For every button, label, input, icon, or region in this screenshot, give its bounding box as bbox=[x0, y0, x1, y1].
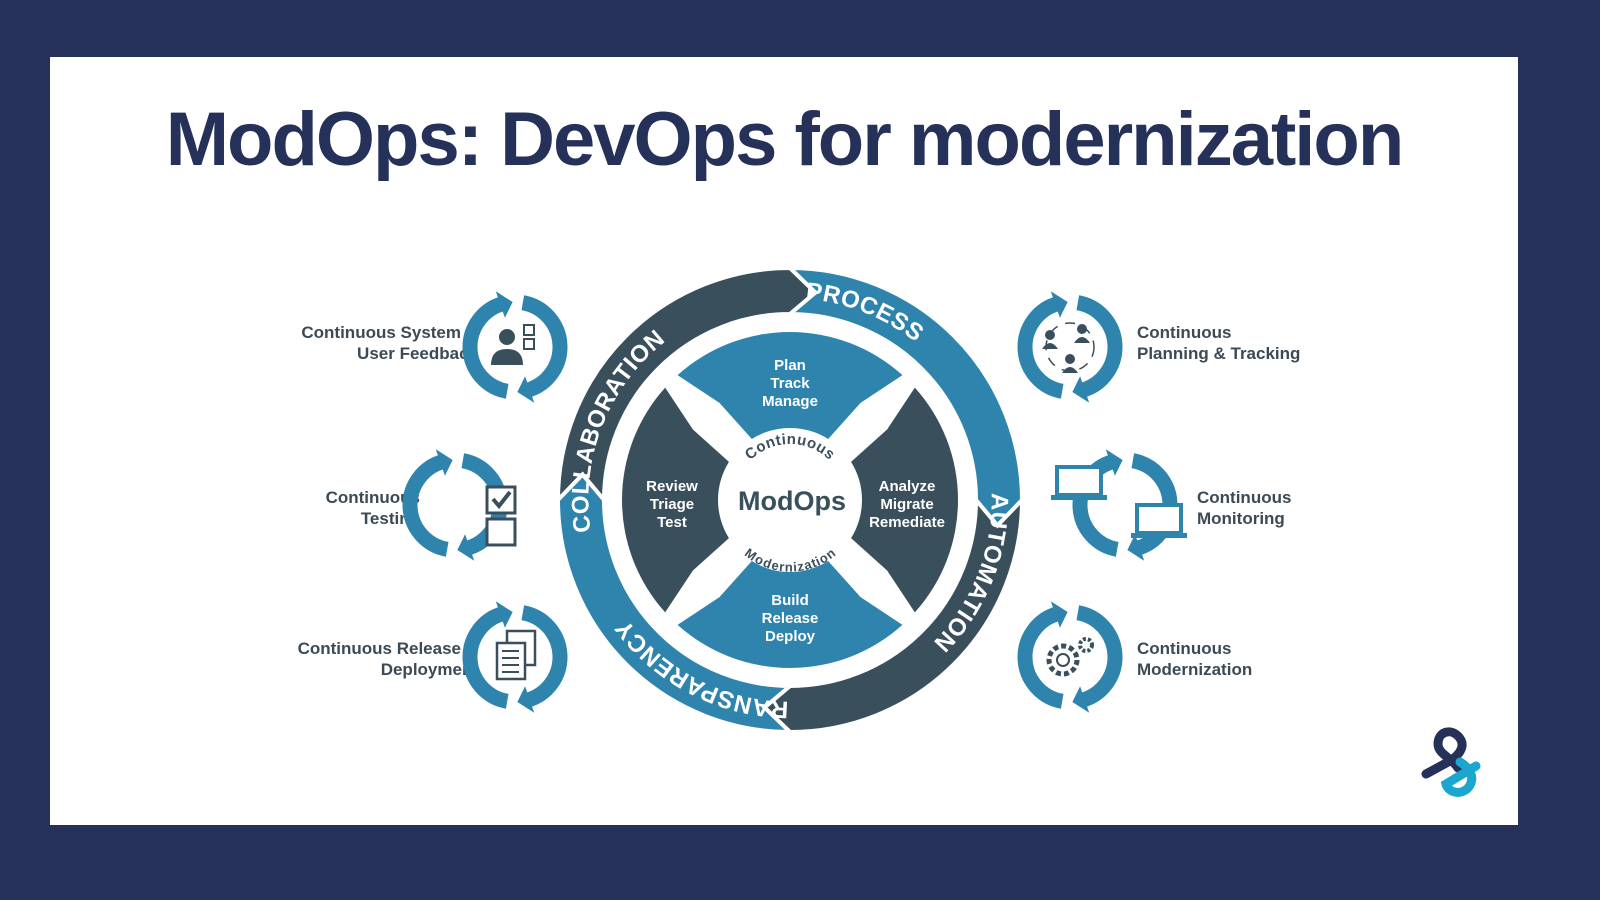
check-box bbox=[523, 324, 535, 336]
laptop-screen bbox=[1055, 465, 1103, 497]
label-line: Continuous bbox=[1197, 488, 1292, 507]
cycle-arrow-arc bbox=[1017, 296, 1064, 399]
cycle-arrow-head bbox=[1072, 376, 1090, 403]
laptop-screen bbox=[1135, 503, 1183, 535]
laptop-base bbox=[1051, 495, 1107, 500]
document-front bbox=[495, 641, 527, 681]
cycle-arrow-head bbox=[1050, 601, 1068, 628]
label-line: Continuous System & bbox=[301, 323, 478, 342]
label-line: Deployment bbox=[380, 660, 478, 679]
cycle-arrow-arc bbox=[402, 454, 449, 557]
inner-segment-build bbox=[677, 561, 903, 668]
documents-practice-icon bbox=[462, 601, 568, 713]
practice-icons bbox=[402, 291, 1187, 713]
user-head bbox=[499, 329, 515, 345]
cycle-arrow-arc bbox=[1076, 605, 1123, 708]
check-mark bbox=[491, 490, 512, 510]
cycle-arrow-arc bbox=[521, 295, 568, 398]
cycle-arrow-head bbox=[517, 686, 535, 713]
cycle-arrow-head bbox=[1072, 686, 1090, 713]
cycle-arrow-head bbox=[1050, 291, 1068, 318]
label-line: Continuous Release & bbox=[297, 639, 478, 658]
empty-box bbox=[485, 517, 517, 547]
cycle-arrow-head bbox=[1127, 534, 1145, 561]
cycle-arrow-arc bbox=[521, 605, 568, 708]
outer-segment-collaboration bbox=[555, 471, 796, 735]
laptop-base bbox=[1131, 533, 1187, 538]
inner-segment-analyze bbox=[851, 387, 958, 613]
small-gear bbox=[1078, 637, 1094, 653]
inner-segment-review bbox=[622, 387, 729, 613]
page-title: ModOps: DevOps for modernization bbox=[165, 97, 1405, 182]
team-member-head bbox=[1077, 324, 1087, 334]
checkbox-practice-icon bbox=[402, 449, 517, 561]
check-box bbox=[523, 338, 535, 350]
inner-segment-plan bbox=[677, 332, 903, 439]
cycle-arrow-head bbox=[435, 449, 453, 476]
brand-logo bbox=[1421, 727, 1481, 797]
cycle-arrow-head bbox=[457, 534, 475, 561]
label-line: Planning & Tracking bbox=[1137, 344, 1301, 363]
practice-label-release: Continuous Release & Deployment bbox=[298, 638, 478, 680]
user-feedback-practice-icon bbox=[462, 291, 568, 403]
gears-practice-icon bbox=[1017, 601, 1123, 713]
label-line: User Feedback bbox=[357, 344, 478, 363]
team-cycle bbox=[1045, 322, 1095, 372]
laptop-practice-icon bbox=[1051, 449, 1187, 561]
team-member-head bbox=[1065, 354, 1075, 364]
cycle-arrow-head bbox=[1105, 449, 1123, 476]
center-circle bbox=[720, 430, 860, 570]
checked-box bbox=[485, 485, 517, 515]
cycle-arrow-head bbox=[495, 601, 513, 628]
team-member-head bbox=[1045, 330, 1055, 340]
label-line: Continuous bbox=[325, 488, 420, 507]
practice-label-modernization: Continuous Modernization bbox=[1137, 638, 1252, 680]
practice-label-monitoring: Continuous Monitoring bbox=[1197, 487, 1291, 529]
large-gear bbox=[1046, 643, 1080, 677]
label-line: Continuous bbox=[1137, 323, 1232, 342]
cycle-arrow-head bbox=[517, 376, 535, 403]
practice-label-planning: Continuous Planning & Tracking bbox=[1137, 322, 1300, 364]
cycle-arrow-arc bbox=[462, 296, 509, 399]
team-member-body bbox=[1074, 337, 1090, 343]
cycle-arrow-arc bbox=[1076, 295, 1123, 398]
label-line: Modernization bbox=[1137, 660, 1253, 679]
outer-ring bbox=[555, 265, 1025, 735]
inner-ring bbox=[622, 332, 958, 668]
user-body bbox=[491, 349, 523, 365]
cycle-arrow-head bbox=[495, 291, 513, 318]
team-practice-icon bbox=[1017, 291, 1123, 403]
practice-label-feedback: Continuous System & User Feedback bbox=[301, 322, 478, 364]
cycle-arrow-arc bbox=[1017, 606, 1064, 709]
cycle-arrow-arc bbox=[462, 606, 509, 709]
label-line: Monitoring bbox=[1197, 509, 1285, 528]
team-member-body bbox=[1042, 343, 1058, 349]
center-title: ModOps bbox=[738, 486, 846, 516]
label-line: Continuous bbox=[1137, 639, 1232, 658]
team-member-body bbox=[1062, 367, 1078, 373]
large-gear-hub bbox=[1056, 653, 1070, 667]
